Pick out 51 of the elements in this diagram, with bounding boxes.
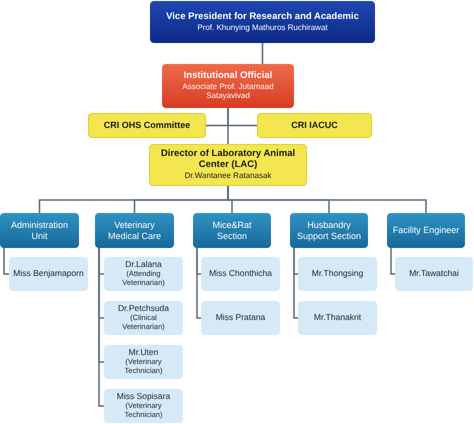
connector-line (98, 248, 104, 407)
box-title: CRI OHS Committee (104, 120, 190, 131)
staff-box (104, 389, 183, 423)
box-title: Miss Sopisara (116, 392, 170, 402)
box-title: Mr.Tawatchai (409, 269, 459, 279)
title-box (162, 64, 294, 108)
box-title: Mice&Rat Section (211, 220, 252, 241)
connector-line (293, 248, 298, 319)
connector-line (227, 186, 427, 213)
staff-box (395, 257, 473, 291)
box-title: Dr.Petchsuda (118, 304, 170, 314)
staff-box (298, 257, 377, 291)
box-title: Mr.Thongsing (312, 269, 364, 279)
connector-line (227, 108, 229, 144)
box-title: Mr.Uten (128, 348, 158, 358)
box-title: Miss Benjamaporn (13, 269, 84, 279)
staff-box (201, 301, 280, 335)
department-box (0, 213, 79, 248)
connector-line (390, 248, 395, 275)
staff-box (104, 345, 183, 379)
staff-box (201, 257, 280, 291)
staff-box (298, 301, 377, 335)
box-title: Mr.Thanakrit (314, 313, 362, 323)
department-box (290, 213, 368, 248)
department-box (95, 213, 174, 248)
department-box (387, 213, 465, 248)
box-subtitle: Associate Prof. Jutamaad Satayavivad (181, 82, 275, 101)
box-title: Miss Pratana (216, 313, 266, 323)
box-title: Administration Unit (10, 220, 70, 241)
box-title: Miss Chonthicha (209, 269, 272, 279)
director-box (149, 144, 307, 186)
box-title: CRI IACUC (291, 120, 338, 131)
staff-box (9, 257, 88, 291)
box-title: Veterinary Medical Care (106, 220, 162, 241)
box-title: Facility Engineer (392, 225, 460, 236)
title-box (150, 1, 375, 43)
box-title: Dr.Lalana (125, 260, 162, 270)
connector-line (196, 248, 201, 319)
box-title: Husbandry Support Section (296, 220, 362, 241)
box-title: Institutional Official (184, 71, 272, 82)
committee-box (257, 113, 372, 138)
box-subtitle: Prof. Khunying Mathuros Ruchirawat (197, 22, 328, 32)
connector-line (262, 43, 264, 64)
committee-box (88, 113, 206, 138)
department-box (193, 213, 271, 248)
box-title: Director of Laboratory Animal Center (LAC) (160, 149, 296, 172)
box-title: Vice President for Research and Academic (166, 12, 359, 23)
connector-line (3, 248, 9, 275)
box-subtitle: Dr.Wantanee Ratanasak (184, 171, 272, 181)
staff-box (104, 301, 183, 335)
staff-box (104, 257, 183, 291)
